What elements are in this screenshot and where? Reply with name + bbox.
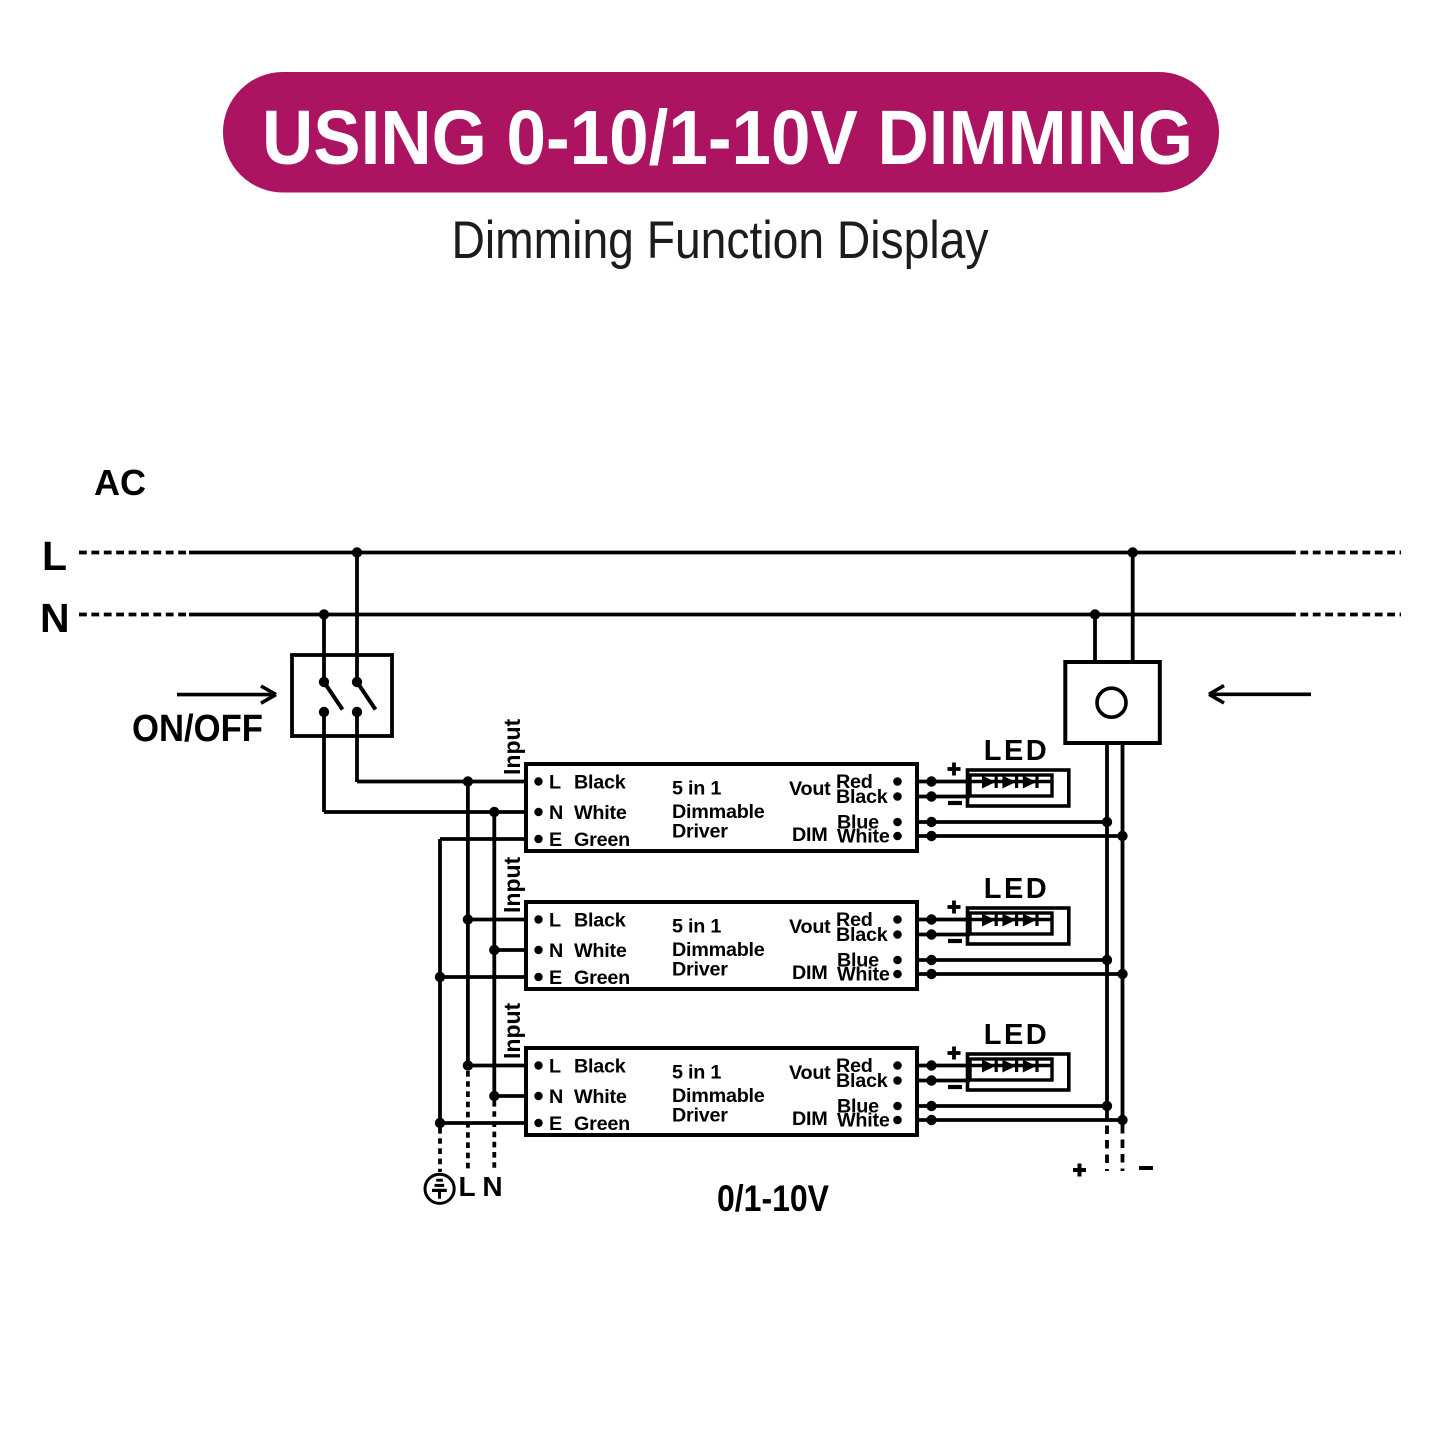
svg-text:Green: Green: [574, 967, 630, 989]
svg-text:USING 0-10/1-10V DIMMING: USING 0-10/1-10V DIMMING: [262, 95, 1193, 181]
svg-text:N: N: [549, 940, 563, 962]
svg-text:White: White: [574, 802, 627, 824]
svg-text:Black: Black: [574, 1056, 627, 1078]
svg-text:Driver: Driver: [672, 959, 728, 981]
svg-text:AC: AC: [94, 462, 146, 503]
svg-text:Green: Green: [574, 1113, 630, 1135]
svg-text:Blue: Blue: [837, 950, 879, 972]
svg-text:E: E: [549, 967, 562, 989]
svg-text:White: White: [837, 1110, 890, 1132]
svg-text:Black: Black: [836, 1070, 889, 1092]
svg-text:N: N: [40, 595, 70, 641]
svg-text:N: N: [549, 1086, 563, 1108]
svg-text:L: L: [42, 533, 67, 579]
svg-text:Vout: Vout: [789, 1062, 831, 1084]
svg-text:5 in 1: 5 in 1: [672, 916, 721, 938]
svg-text:DIM: DIM: [792, 824, 828, 846]
svg-text:Black: Black: [574, 910, 627, 932]
svg-text:L: L: [458, 1171, 475, 1202]
svg-text:Input: Input: [499, 856, 525, 913]
svg-text:Red: Red: [836, 909, 873, 931]
svg-text:Input: Input: [499, 718, 525, 775]
svg-text:L: L: [549, 772, 561, 794]
svg-text:White: White: [574, 940, 627, 962]
svg-text:5 in 1: 5 in 1: [672, 1062, 721, 1084]
svg-text:Black: Black: [574, 772, 627, 794]
svg-text:White: White: [574, 1086, 627, 1108]
svg-text:LED: LED: [984, 735, 1050, 767]
svg-text:5 in 1: 5 in 1: [672, 778, 721, 800]
svg-text:E: E: [549, 1113, 562, 1135]
svg-text:Input: Input: [499, 1002, 525, 1059]
svg-text:Dimmable: Dimmable: [672, 939, 765, 961]
svg-text:Driver: Driver: [672, 821, 728, 843]
svg-text:Vout: Vout: [789, 778, 831, 800]
svg-text:LED: LED: [984, 873, 1050, 905]
svg-text:Blue: Blue: [837, 812, 879, 834]
svg-text:0/1-10V: 0/1-10V: [717, 1178, 829, 1219]
svg-text:Dimmable: Dimmable: [672, 1085, 765, 1107]
svg-text:White: White: [837, 964, 890, 986]
svg-text:E: E: [549, 829, 562, 851]
svg-text:Dimmable: Dimmable: [672, 801, 765, 823]
svg-text:Green: Green: [574, 829, 630, 851]
svg-text:N: N: [482, 1171, 502, 1202]
svg-text:ON/OFF: ON/OFF: [132, 708, 263, 750]
svg-text:Black: Black: [836, 786, 889, 808]
svg-text:Driver: Driver: [672, 1105, 728, 1127]
svg-text:N: N: [549, 802, 563, 824]
svg-text:DIM: DIM: [792, 1108, 828, 1130]
svg-text:Dimming Function Display: Dimming Function Display: [452, 211, 989, 270]
svg-text:DIM: DIM: [792, 962, 828, 984]
svg-text:L: L: [549, 1056, 561, 1078]
svg-text:LED: LED: [984, 1019, 1050, 1051]
svg-text:Vout: Vout: [789, 916, 831, 938]
svg-text:White: White: [837, 826, 890, 848]
svg-text:Red: Red: [836, 1055, 873, 1077]
svg-text:Black: Black: [836, 924, 889, 946]
svg-text:Blue: Blue: [837, 1096, 879, 1118]
svg-text:Red: Red: [836, 771, 873, 793]
svg-text:L: L: [549, 910, 561, 932]
